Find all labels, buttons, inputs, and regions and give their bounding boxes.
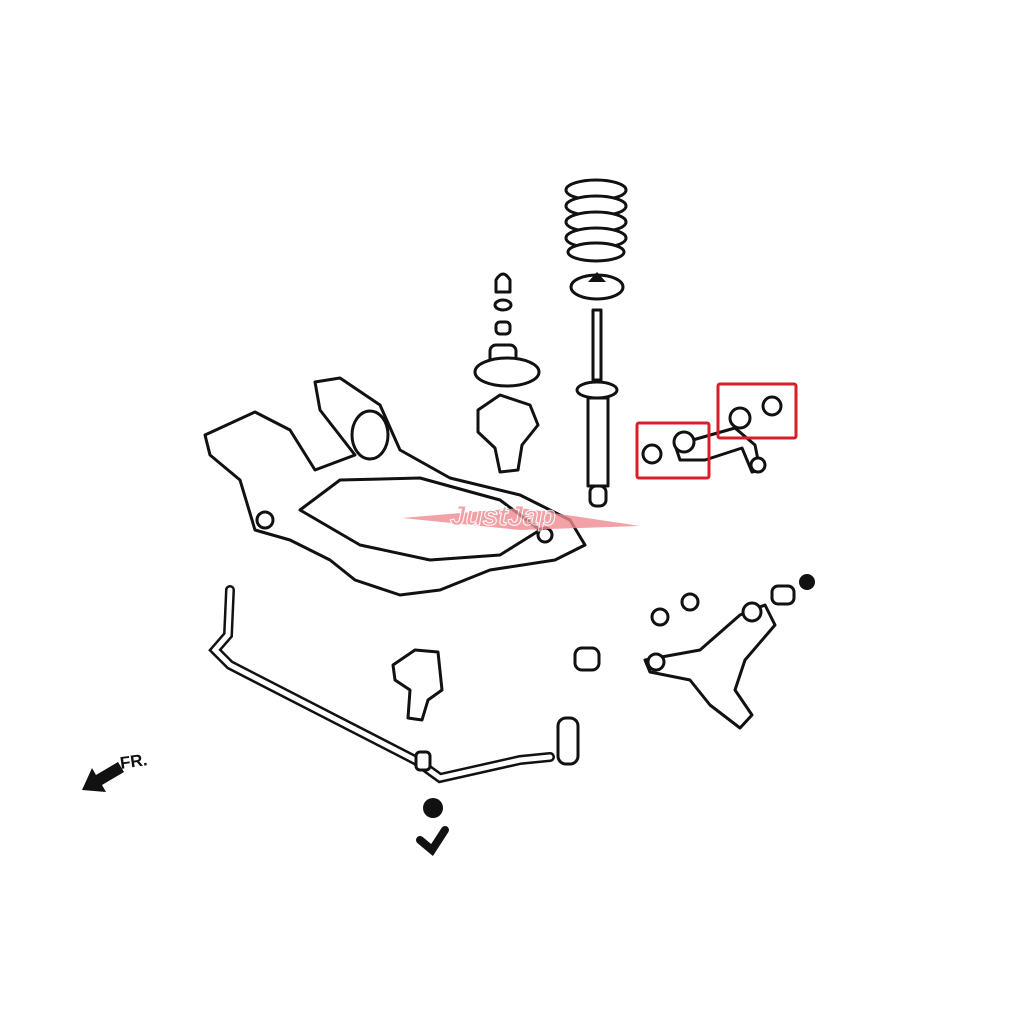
bracket: [391, 648, 444, 722]
highlight-box-front: [635, 421, 711, 480]
sway-bar: [208, 585, 580, 856]
lower-control-arm: [643, 601, 777, 730]
watermark-logo: JustJap: [402, 500, 640, 532]
shock-absorber: [575, 308, 619, 508]
svg-text:JustJap: JustJap: [450, 500, 556, 531]
coil-spring: [564, 178, 628, 263]
highlight-box-rear: [716, 382, 798, 440]
spring-seat: [569, 272, 625, 301]
top-mount-stack: [473, 272, 541, 474]
lower-arm-bushings: [573, 574, 815, 672]
direction-label: FR.: [118, 750, 149, 773]
upper-arm-bushings: [641, 395, 783, 465]
arrow-left-down-icon: [82, 762, 124, 792]
